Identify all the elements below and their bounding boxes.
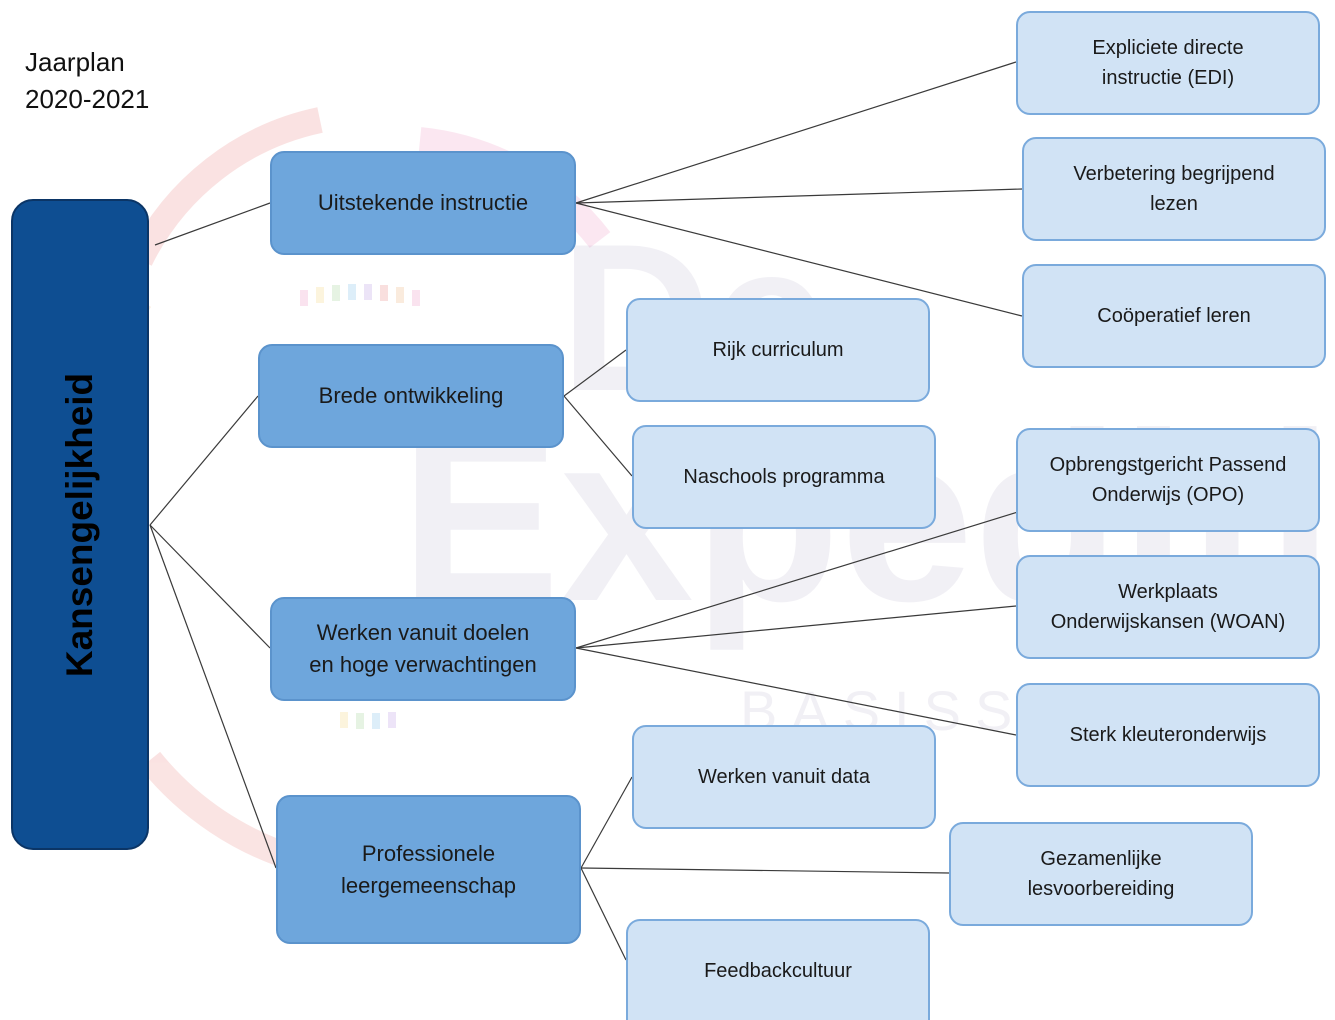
node-label-line-1: Gezamenlijke (1040, 848, 1162, 870)
root-node: Kansengelijkheid (11, 199, 149, 850)
node-label-line-1: Werken vanuit doelen (316, 620, 530, 645)
title-line-2: 2020-2021 (25, 84, 150, 114)
node-label-line-2: lesvoorbereiding (1027, 878, 1175, 900)
node-label: Rijk curriculum (712, 339, 844, 361)
node-label: Brede ontwikkeling (318, 383, 504, 408)
node-edi: Expliciete directe instructie (EDI) (1016, 11, 1320, 115)
node-professionele-leergemeenschap: Professionele leergemeenschap (276, 795, 581, 944)
node-label-line-2: instructie (EDI) (1101, 67, 1235, 89)
node-label-line-2: leergemeenschap (341, 872, 516, 898)
node-label: Naschools programma (683, 466, 885, 488)
node-naschools-programma: Naschools programma (632, 425, 936, 529)
title-line-1: Jaarplan (25, 47, 125, 77)
node-uitstekende-instructie: Uitstekende instructie (270, 151, 576, 255)
node-sterk-kleuteronderwijs: Sterk kleuteronderwijs (1016, 683, 1320, 787)
node-label-line-1: Werkplaats (1118, 581, 1218, 603)
node-label-line-2: Onderwijs (OPO) (1091, 484, 1245, 506)
node-woan: Werkplaats Onderwijskansen (WOAN) (1016, 555, 1320, 659)
node-opo: Opbrengstgericht Passend Onderwijs (OPO) (1016, 428, 1320, 532)
node-label: Uitstekende instructie (317, 190, 529, 215)
node-label-line-2: Onderwijskansen (WOAN) (1050, 611, 1286, 633)
node-begrijpend-lezen: Verbetering begrijpend lezen (1022, 137, 1326, 241)
node-label-line-1: Expliciete directe (1092, 37, 1244, 59)
node-werken-vanuit-data: Werken vanuit data (632, 725, 936, 829)
node-gezamenlijke-lesvoorbereiding: Gezamenlijke lesvoorbereiding (949, 822, 1253, 926)
node-label-line-2: en hoge verwachtingen (309, 652, 537, 677)
node-label: Feedbackcultuur (704, 959, 852, 982)
node-cooperatief-leren: Coöperatief leren (1022, 264, 1326, 368)
node-label-line-1: Professionele (361, 840, 496, 866)
node-rijk-curriculum: Rijk curriculum (626, 298, 930, 402)
node-label-line-1: Verbetering begrijpend (1073, 163, 1275, 185)
node-brede-ontwikkeling: Brede ontwikkeling (258, 344, 564, 448)
node-werken-vanuit-doelen: Werken vanuit doelen en hoge verwachting… (270, 597, 576, 701)
diagram-title: Jaarplan 2020-2021 (25, 44, 149, 118)
node-label: Coöperatief leren (1097, 305, 1251, 327)
node-label: Sterk kleuteronderwijs (1069, 724, 1267, 746)
node-label-line-1: Opbrengstgericht Passend (1049, 454, 1287, 476)
root-node-label: Kansengelijkheid (59, 372, 100, 677)
node-feedbackcultuur: Feedbackcultuur (626, 919, 930, 1020)
node-label-line-2: lezen (1150, 193, 1198, 215)
node-label: Werken vanuit data (698, 766, 870, 788)
